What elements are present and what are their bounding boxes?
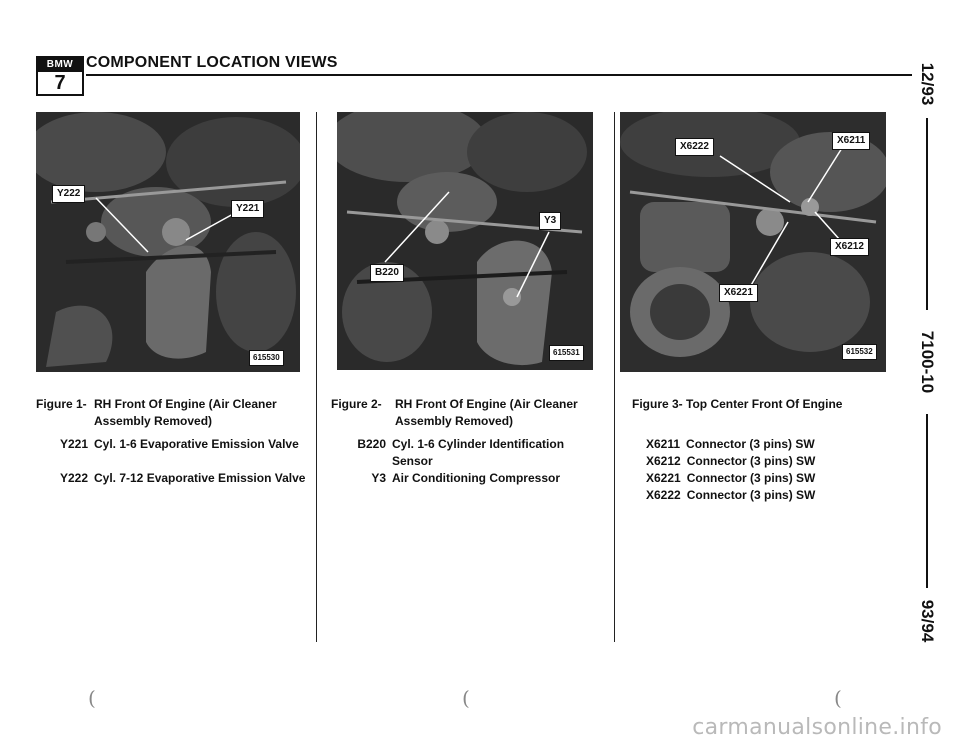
item-description: Connector (3 pins) SW: [686, 488, 816, 502]
watermark: carmanualsonline.info: [692, 715, 942, 740]
header-rule: [86, 74, 912, 76]
legend-item: Y221 Cyl. 1-6 Evaporative Emission Valve: [60, 436, 306, 453]
callout-label: X6212: [830, 238, 869, 256]
figure-number: Figure 3-: [632, 397, 683, 411]
callout-label: Y221: [231, 200, 265, 218]
bmw-7-logo: BMW 7: [36, 56, 84, 96]
figure-1-photo: Y222 Y221 615530: [36, 112, 300, 372]
page-title: COMPONENT LOCATION VIEWS: [86, 54, 338, 71]
legend-item: X6221 Connector (3 pins) SW: [646, 470, 886, 487]
figure-title: RH Front Of Engine (Air Cleaner Assembly…: [94, 397, 277, 428]
figure-title: Top Center Front Of Engine: [686, 397, 843, 411]
side-divider: [926, 414, 928, 588]
figure-3-photo: X6222 X6211 X6212 X6221 615532: [620, 112, 886, 372]
figure-2-photo: Y3 B220 615531: [337, 112, 593, 370]
legend-item: Y3 Air Conditioning Compressor: [371, 470, 602, 487]
column-divider: [614, 112, 615, 642]
item-description: Cyl. 7-12 Evaporative Emission Valve: [94, 471, 306, 485]
figure-3-caption: Figure 3- Top Center Front Of Engine: [632, 396, 902, 413]
item-description: Connector (3 pins) SW: [686, 437, 815, 451]
legend-item: X6211 Connector (3 pins) SW: [646, 436, 886, 453]
photo-id-label: 615531: [549, 345, 584, 361]
item-code: X6221: [646, 471, 681, 485]
item-description: Air Conditioning Compressor: [392, 471, 560, 485]
binding-mark: (: [834, 686, 842, 710]
column-divider: [316, 112, 317, 642]
figure-title: RH Front Of Engine (Air Cleaner Assembly…: [395, 397, 578, 428]
item-code: Y3: [371, 471, 386, 485]
legend-item: X6222 Connector (3 pins) SW: [646, 487, 886, 504]
callout-label: Y3: [539, 212, 562, 230]
side-date: 12/93: [918, 62, 937, 106]
callout-label: X6221: [719, 284, 758, 302]
item-code: X6211: [646, 437, 681, 451]
side-page-number: 7100-10: [918, 330, 937, 394]
item-description: Cyl. 1-6 Evaporative Emission Valve: [94, 437, 299, 451]
page-header: BMW 7 COMPONENT LOCATION VIEWS: [36, 54, 912, 96]
figure-number: Figure 2-: [331, 397, 382, 411]
photo-id-label: 615530: [249, 350, 284, 366]
side-rail: 12/93 7100-10 93/94: [912, 60, 942, 660]
callout-label: X6222: [675, 138, 714, 156]
logo-series: 7: [54, 72, 66, 94]
logo-brand: BMW: [38, 58, 82, 72]
item-code: X6212: [646, 454, 681, 468]
callout-label: X6211: [832, 132, 871, 150]
figure-1-caption: Figure 1- RH Front Of Engine (Air Cleane…: [36, 396, 306, 428]
legend-item: X6212 Connector (3 pins) SW: [646, 453, 886, 470]
legend-item: B220 Cyl. 1-6 Cylinder Identification Se…: [357, 436, 602, 470]
item-description: Cyl. 1-6 Cylinder Identification Sensor: [392, 437, 565, 468]
figure-number: Figure 1-: [36, 397, 87, 411]
binding-mark: (: [88, 686, 96, 710]
item-code: Y222: [59, 471, 88, 485]
photo-id-label: 615532: [842, 344, 877, 360]
side-model-year: 93/94: [918, 599, 937, 643]
side-divider: [926, 118, 928, 310]
callout-label: Y222: [52, 185, 86, 203]
item-description: Connector (3 pins) SW: [686, 454, 816, 468]
figure-2-caption: Figure 2- RH Front Of Engine (Air Cleane…: [331, 396, 601, 428]
legend-item: Y222 Cyl. 7-12 Evaporative Emission Valv…: [60, 470, 306, 487]
binding-mark: (: [462, 686, 470, 710]
item-description: Connector (3 pins) SW: [686, 471, 816, 485]
item-code: X6222: [646, 488, 681, 502]
item-code: Y221: [59, 437, 88, 451]
callout-label: B220: [370, 264, 404, 282]
item-code: B220: [357, 437, 386, 451]
